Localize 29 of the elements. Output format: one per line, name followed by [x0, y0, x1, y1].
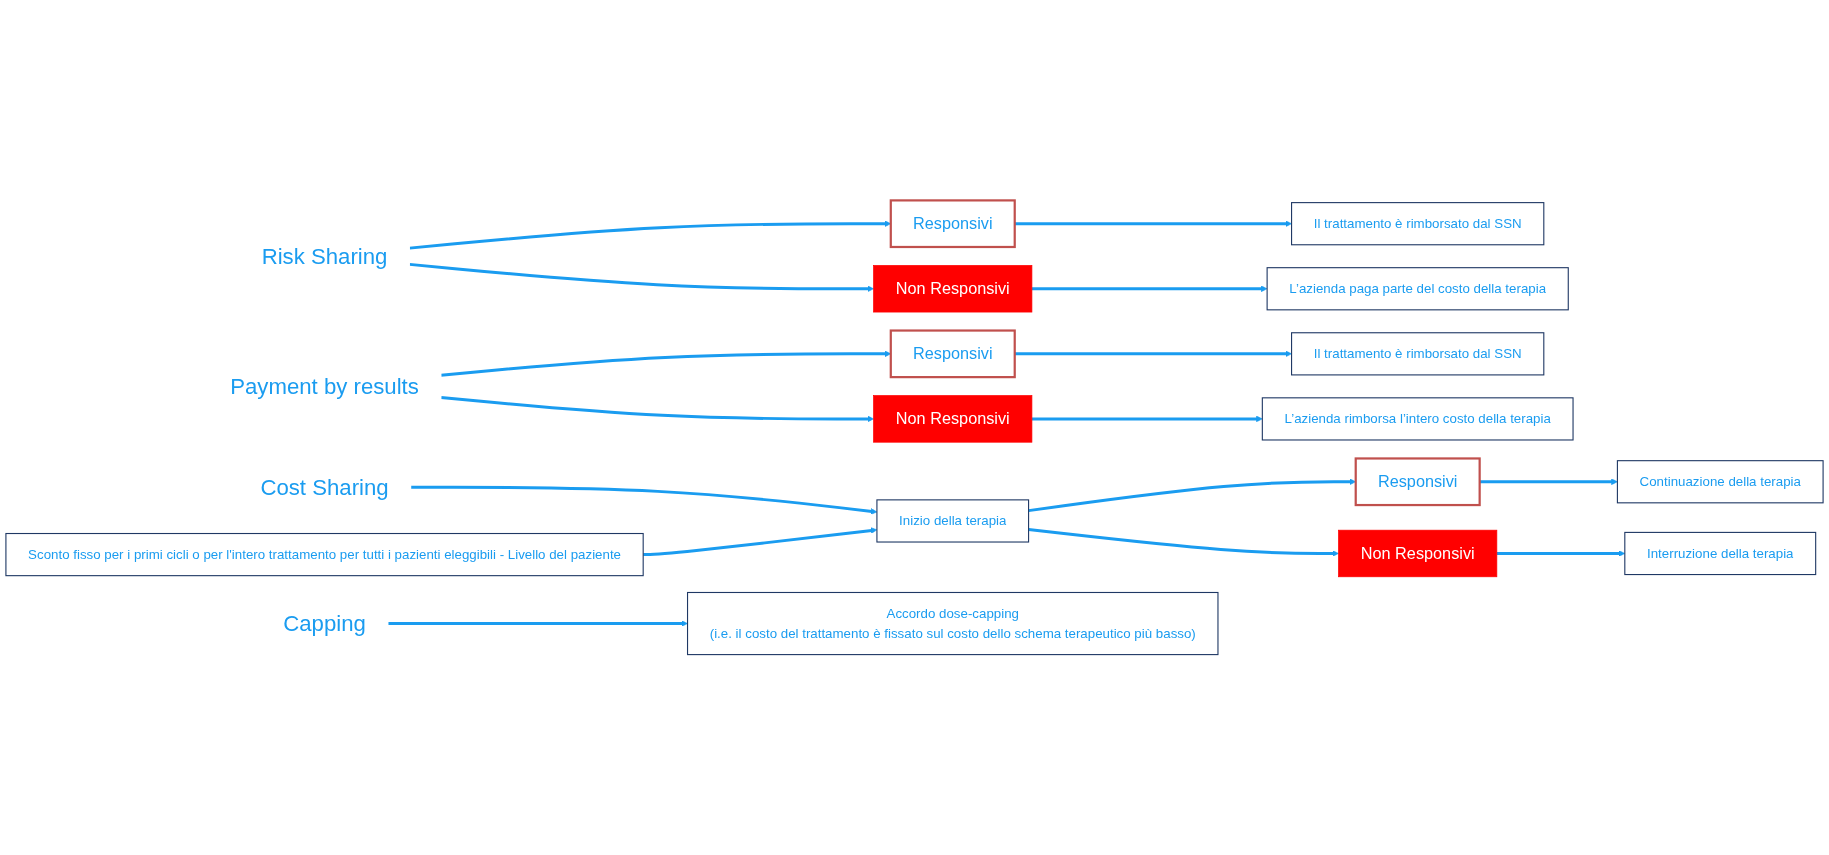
node-box: Responsivi — [889, 199, 1016, 249]
node-box: L’azienda paga parte del costo della terapia — [1266, 267, 1569, 311]
arrow — [1031, 415, 1263, 423]
arrow — [1479, 478, 1618, 485]
node-text: Risk Sharing — [261, 244, 388, 269]
node-box: Sconto fisso per i primi cicli o per l'intero trattamento per tutti i pazienti eleggibili - Livello del paziente — [5, 532, 644, 577]
node-box: L’azienda rimborsa l’intero costo della terapia — [1261, 397, 1574, 441]
arrow — [388, 620, 688, 627]
arrow — [409, 262, 874, 292]
node-text: Capping — [283, 611, 366, 636]
node-box: Responsivi — [889, 329, 1016, 379]
arrow — [1028, 528, 1339, 557]
arrow — [440, 396, 874, 423]
node-box: Inizio della terapia — [876, 499, 1030, 543]
node-text: Payment by results — [230, 374, 419, 399]
arrow — [1031, 285, 1268, 292]
node-box: Non Responsivi — [873, 265, 1033, 313]
arrow — [1014, 350, 1292, 358]
arrow — [1014, 220, 1292, 227]
node-text: Cost Sharing — [260, 475, 389, 500]
node-box: Non Responsivi — [1338, 529, 1498, 578]
node-box: Il trattamento è rimborsato dal SSN — [1291, 332, 1545, 376]
arrow — [1028, 478, 1356, 513]
node-box: Responsivi — [1354, 457, 1481, 507]
node-box: Non Responsivi — [873, 395, 1033, 443]
node-box: Il trattamento è rimborsato dal SSN — [1291, 202, 1545, 246]
node-box: Accordo dose-capping (i.e. il costo del trattamento è fissato sul costo dello schema terapeutico più basso) — [687, 591, 1219, 656]
node-box: Continuazione della terapia — [1616, 460, 1824, 504]
node-box: Interruzione della terapia — [1624, 531, 1817, 576]
